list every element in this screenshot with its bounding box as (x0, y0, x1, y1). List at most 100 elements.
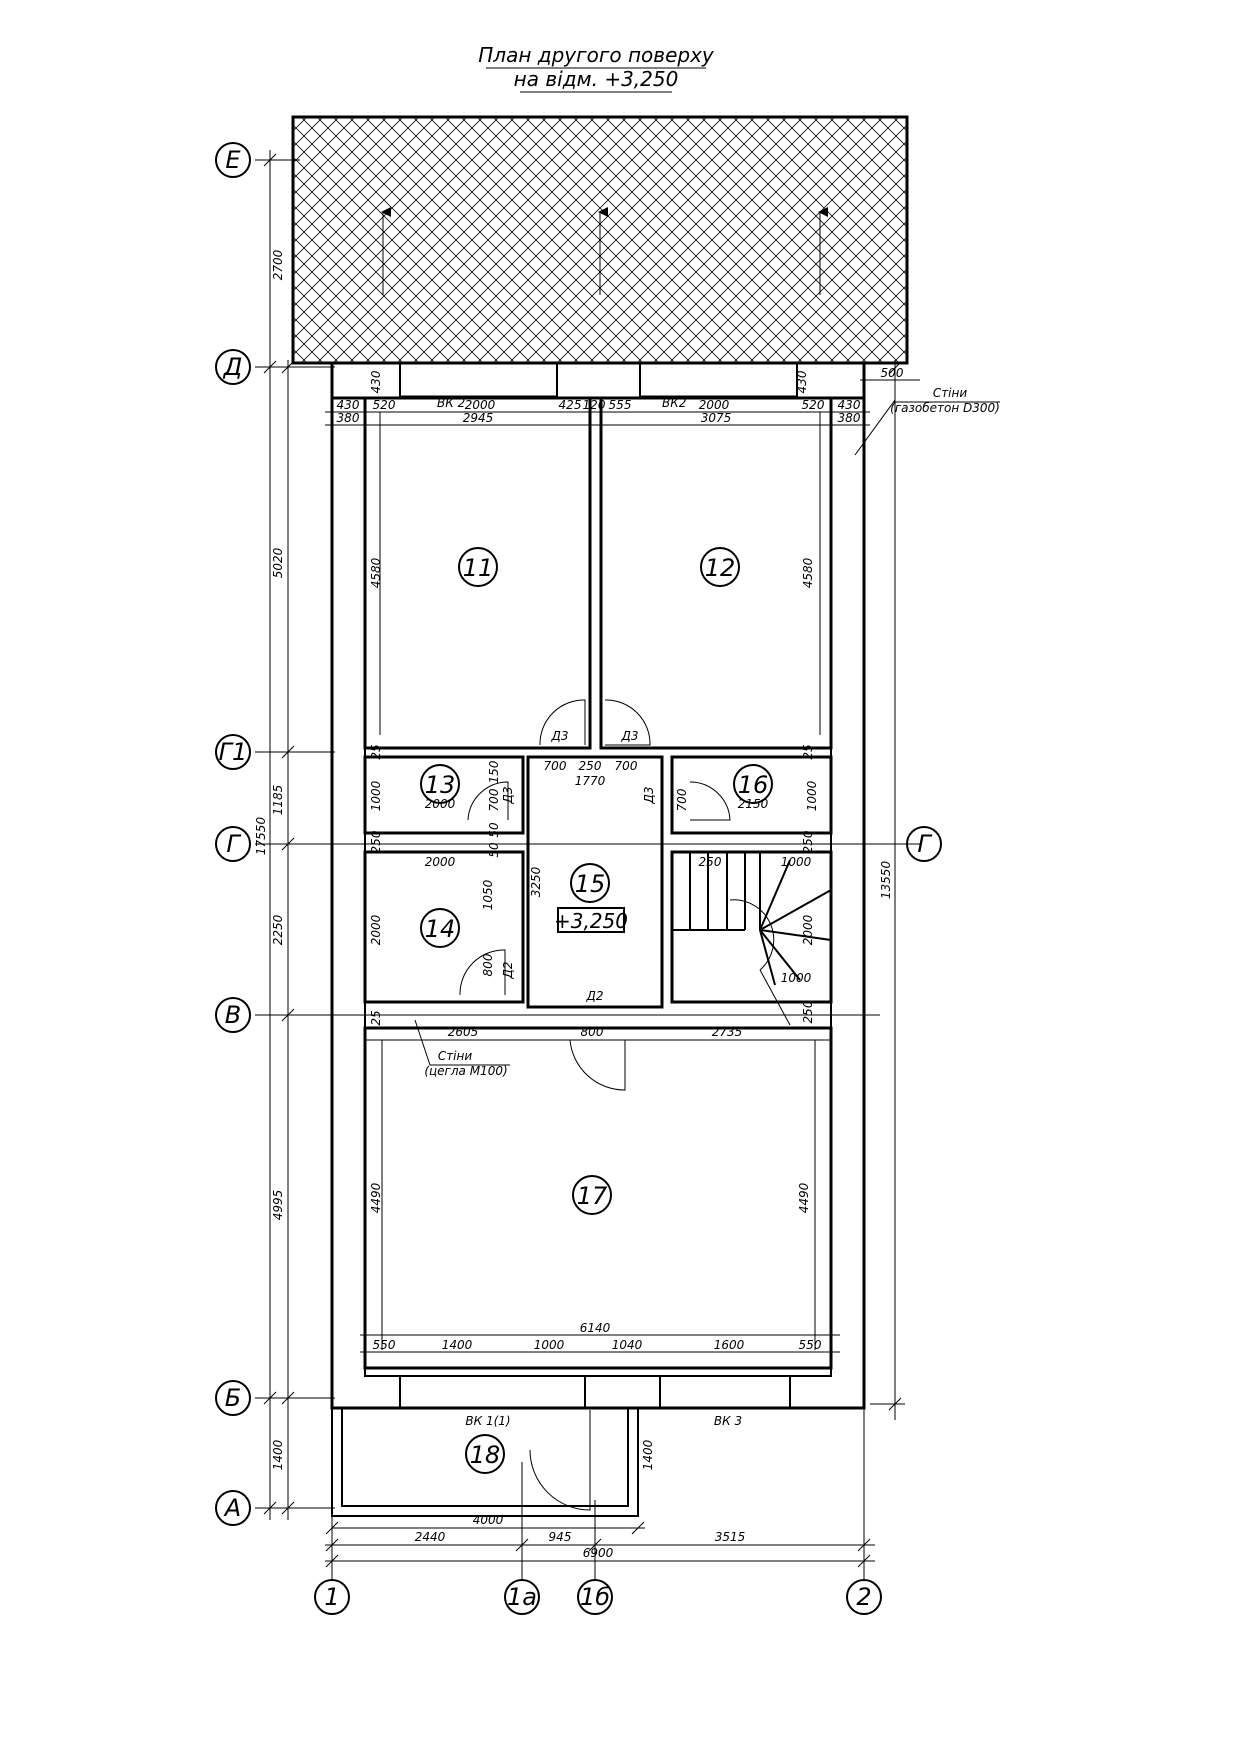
dim-b-2605: 2605 (448, 1025, 479, 1039)
doors (459, 699, 731, 1511)
dim-top-430-b: 430 (838, 398, 861, 412)
dim-b-25: 25 (369, 1010, 383, 1025)
dim-2700: 2700 (271, 249, 285, 280)
axis-label-row-e: Е (225, 146, 241, 174)
dim-foot-945: 945 (549, 1530, 572, 1544)
dim-top-555: 555 (609, 398, 632, 412)
dim-top-120: 120 (583, 398, 606, 412)
dim-room13-2000: 2000 (425, 797, 456, 811)
dim-stair-2000: 2000 (801, 914, 815, 945)
axis-label-row-v: В (225, 1001, 241, 1029)
dim-top-2945: 2945 (463, 411, 494, 425)
dim-b-2735: 2735 (712, 1025, 743, 1039)
axis-label-row-a: А (223, 1494, 241, 1522)
interior-walls (363, 396, 833, 1370)
note-brick: (цегла М100) (424, 1064, 507, 1078)
room-number-14: 14 (425, 915, 456, 943)
dim-bot-1600: 1600 (714, 1338, 745, 1352)
leader-aerated (854, 399, 896, 456)
dim-v-430-b: 430 (795, 370, 809, 393)
axis-label-row-g1: Г1 (219, 738, 248, 766)
dim-stair-1000-a: 1000 (781, 855, 812, 869)
dim-1400-left: 1400 (271, 1439, 285, 1470)
dim-top-520-a: 520 (373, 398, 396, 412)
room-number-11: 11 (463, 554, 494, 582)
dim-room13-1000: 1000 (369, 780, 383, 811)
dim-stair-250-b: 250 (801, 1000, 815, 1023)
dim-b-800: 800 (581, 1025, 604, 1039)
dim-17550: 17550 (254, 817, 268, 856)
room-tags (420, 547, 773, 1474)
note-aerated-concrete: (газобетон D300) (890, 401, 1000, 415)
axis-label-col-1b: 1б (580, 1583, 610, 1611)
axis-label-row-g-right: Г (917, 830, 932, 858)
dim-13550: 13550 (879, 861, 893, 900)
dim-room12-4580: 4580 (801, 557, 815, 588)
axis-bubbles (215, 142, 942, 1615)
door-label-d2-a: Д2 (501, 961, 515, 979)
dim-corr-250: 250 (579, 759, 602, 773)
dim-bot-550-b: 550 (799, 1338, 822, 1352)
dim-corr-700-a: 700 (544, 759, 567, 773)
elevation-tag: +3,250 (554, 909, 628, 933)
elevation-tag-box (557, 907, 625, 933)
dim-room15-3250: 3250 (529, 866, 543, 897)
door-label-d3-c: Д3 (501, 786, 515, 804)
dim-v-430-a: 430 (369, 370, 383, 393)
dim-room16-2150: 2150 (738, 797, 769, 811)
dim-50-b: 50 (487, 842, 501, 858)
right-dimension-lines (860, 360, 920, 1420)
dim-top-3075: 3075 (701, 411, 732, 425)
plan-subtitle: на відм. +3,250 (514, 67, 679, 91)
room-number-17: 17 (577, 1182, 608, 1210)
dim-room14-2000-h: 2000 (425, 855, 456, 869)
dim-5020: 5020 (271, 547, 285, 578)
dim-corr-1770: 1770 (575, 774, 606, 788)
dim-stair-250: 250 (699, 855, 722, 869)
dim-250-b: 250 (801, 830, 815, 853)
staircase (672, 852, 832, 1026)
dim-stair-1000-b: 1000 (781, 971, 812, 985)
dim-room14-1050: 1050 (481, 879, 495, 910)
axis-label-col-1: 1 (324, 1583, 339, 1611)
dim-foot-3515: 3515 (715, 1530, 746, 1544)
top-dimension-lines (325, 411, 870, 426)
axis-label-row-d: Д (223, 353, 243, 381)
room-number-13: 13 (425, 771, 456, 799)
axis-label-col-2: 2 (856, 1583, 871, 1611)
note-walls-aerated: Стіни (933, 386, 968, 400)
door-label-d2-b: Д2 (585, 989, 603, 1003)
dim-bot-1000: 1000 (534, 1338, 565, 1352)
dim-2250: 2250 (271, 914, 285, 945)
window-label-vk2-left: ВК 2 (437, 396, 465, 410)
balcony (331, 1375, 791, 1517)
dim-room13-150: 150 (487, 760, 501, 783)
foot-dimension-lines (325, 1521, 875, 1568)
dim-top-2000-a: 2000 (465, 398, 496, 412)
door-label-d3-d: Д3 (642, 786, 656, 804)
axis-label-col-1a: 1а (507, 1583, 537, 1611)
dim-bot-1040: 1040 (612, 1338, 643, 1352)
room-number-12: 12 (705, 554, 736, 582)
dim-500: 500 (881, 366, 904, 380)
dim-top-520-b: 520 (802, 398, 825, 412)
leader-brick (414, 1019, 431, 1066)
dim-6140: 6140 (580, 1321, 611, 1335)
door-label-d3-b: Д3 (620, 729, 638, 743)
window-label-vk1: ВК 1(1) (465, 1414, 510, 1428)
dim-room17-4490-b: 4490 (797, 1182, 811, 1213)
dim-top-2000-b: 2000 (699, 398, 730, 412)
axis-label-row-b: Б (225, 1384, 241, 1412)
dim-room18-1400: 1400 (641, 1439, 655, 1470)
window-label-vk3: ВК 3 (714, 1414, 742, 1428)
dim-room14-2000-v: 2000 (369, 914, 383, 945)
window-label-vk2-right: ВК2 (662, 396, 686, 410)
dim-room11-4580: 4580 (369, 557, 383, 588)
dim-top-380-a: 380 (337, 411, 360, 425)
door-label-d3-a: Д3 (550, 729, 568, 743)
dim-25-g1-a: 25 (369, 744, 383, 759)
left-dimension-lines (263, 150, 295, 1520)
dim-bot-1400: 1400 (442, 1338, 473, 1352)
dim-250-a: 250 (369, 830, 383, 853)
